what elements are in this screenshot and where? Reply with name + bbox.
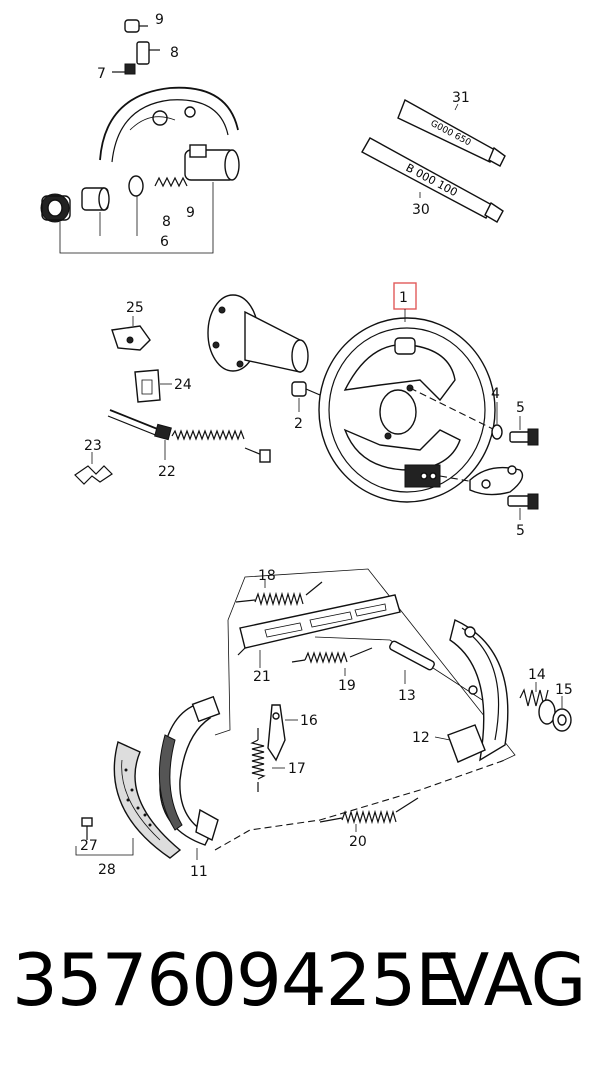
callout-15: 15 bbox=[555, 682, 573, 698]
callout-6: 6 bbox=[160, 234, 169, 250]
spring-plate bbox=[469, 466, 524, 496]
callout-8a: 8 bbox=[170, 45, 179, 61]
callout-9b: 9 bbox=[186, 205, 195, 221]
callout-24: 24 bbox=[174, 377, 192, 393]
callout-9a: 9 bbox=[155, 12, 164, 28]
tube-30-label: B 000 100 bbox=[404, 161, 460, 199]
callout-31: 31 bbox=[452, 90, 470, 106]
callout-30: 30 bbox=[412, 202, 430, 218]
callout-14: 14 bbox=[528, 667, 546, 683]
bolt-7 bbox=[124, 63, 136, 75]
callout-4: 4 bbox=[491, 386, 500, 402]
callout-20: 20 bbox=[349, 834, 367, 850]
backing-plate-group: 2 1 4 5 5 25 bbox=[74, 282, 539, 539]
callout-12: 12 bbox=[412, 730, 430, 746]
rivet-27 bbox=[81, 817, 93, 827]
callout-2: 2 bbox=[294, 416, 303, 432]
callout-7: 7 bbox=[97, 66, 106, 82]
clip-24 bbox=[134, 369, 161, 403]
callout-13: 13 bbox=[398, 688, 416, 704]
callout-21: 21 bbox=[253, 669, 271, 685]
callout-19: 19 bbox=[338, 678, 356, 694]
parts-diagram: 9 8 7 8 9 6 G000 650 31 B 000 100 30 2 bbox=[40, 12, 573, 880]
brake-shoe-assembly: 18 21 19 13 14 15 12 bbox=[75, 568, 573, 880]
tube-30 bbox=[361, 137, 493, 219]
washer-4 bbox=[491, 424, 503, 440]
dust-cap-9 bbox=[124, 19, 140, 33]
callout-17: 17 bbox=[288, 761, 306, 777]
callout-28: 28 bbox=[98, 862, 116, 878]
part-number: 357609425E bbox=[12, 938, 461, 1022]
pin-13 bbox=[389, 640, 435, 671]
lining-28 bbox=[113, 741, 182, 859]
callout-5b: 5 bbox=[516, 523, 525, 539]
brand: VAG bbox=[440, 938, 586, 1022]
callout-16: 16 bbox=[300, 713, 318, 729]
shoe-12 bbox=[449, 619, 509, 762]
tube-31 bbox=[397, 98, 496, 163]
callout-25: 25 bbox=[126, 300, 144, 316]
callout-27: 27 bbox=[80, 838, 98, 854]
callout-11: 11 bbox=[190, 864, 208, 880]
wheel-cylinder-group: 9 8 7 8 9 6 bbox=[40, 12, 240, 254]
clip-23 bbox=[74, 465, 113, 485]
callout-23: 23 bbox=[84, 438, 102, 454]
bleed-screw-8 bbox=[136, 41, 150, 65]
callout-1: 1 bbox=[399, 290, 408, 306]
grease-tubes: G000 650 31 B 000 100 30 bbox=[361, 90, 506, 223]
footer: 357609425E VAG bbox=[0, 930, 600, 1040]
callout-5a: 5 bbox=[516, 400, 525, 416]
callout-22: 22 bbox=[158, 464, 176, 480]
callout-18: 18 bbox=[258, 568, 276, 584]
strut-21 bbox=[239, 594, 401, 649]
callout-8b: 8 bbox=[162, 214, 171, 230]
fitting-2 bbox=[291, 381, 307, 397]
lever-16 bbox=[267, 704, 286, 762]
